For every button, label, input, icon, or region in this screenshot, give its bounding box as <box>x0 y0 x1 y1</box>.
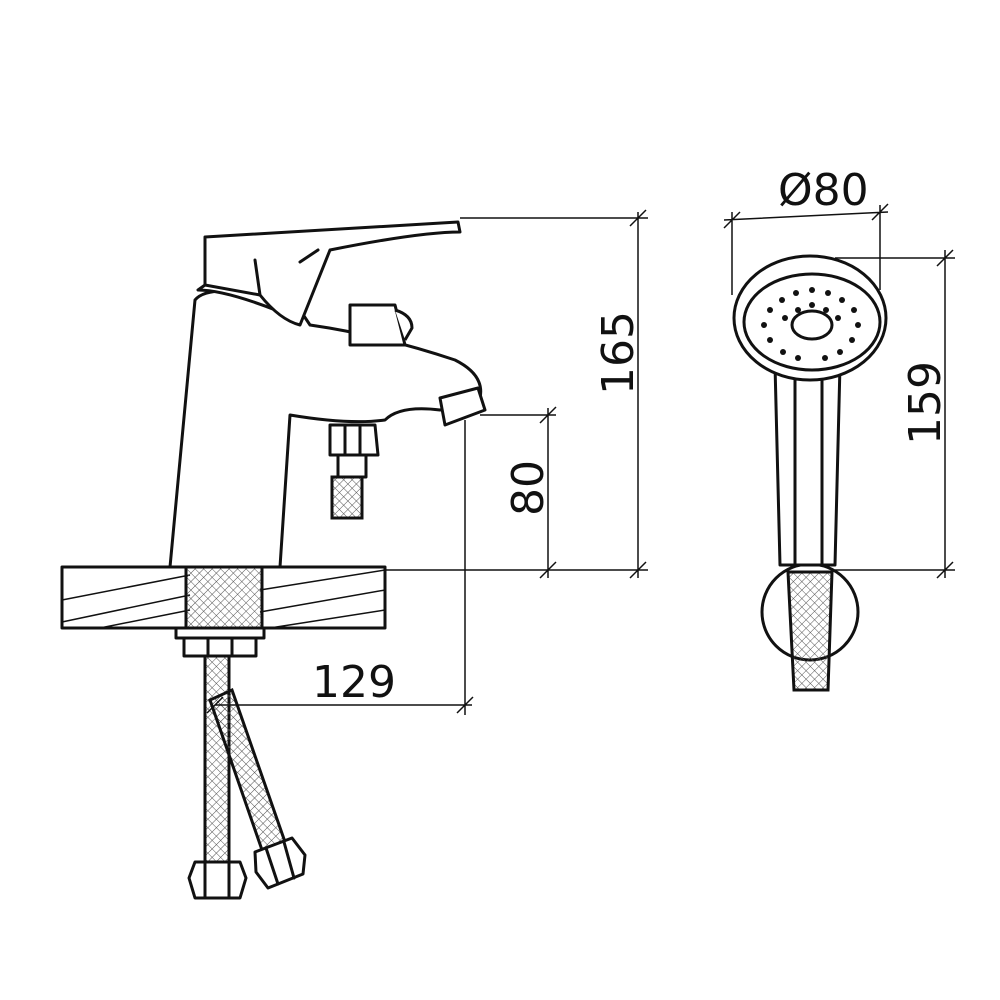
dimension-lines-faucet <box>206 209 648 715</box>
dimension-spout-height: 80 <box>503 460 554 516</box>
supply-hoses <box>187 654 307 900</box>
dimension-spout-reach: 129 <box>312 657 396 708</box>
spray-nozzles <box>761 287 861 361</box>
dimension-shower-length: 159 <box>900 361 951 445</box>
dimension-lines-shower <box>723 203 955 579</box>
hand-shower <box>732 254 888 692</box>
faucet-body <box>168 220 487 569</box>
dimension-faucet-height: 165 <box>593 311 644 395</box>
dimension-shower-diameter: Ø80 <box>778 165 869 216</box>
threaded-shank <box>174 565 266 658</box>
